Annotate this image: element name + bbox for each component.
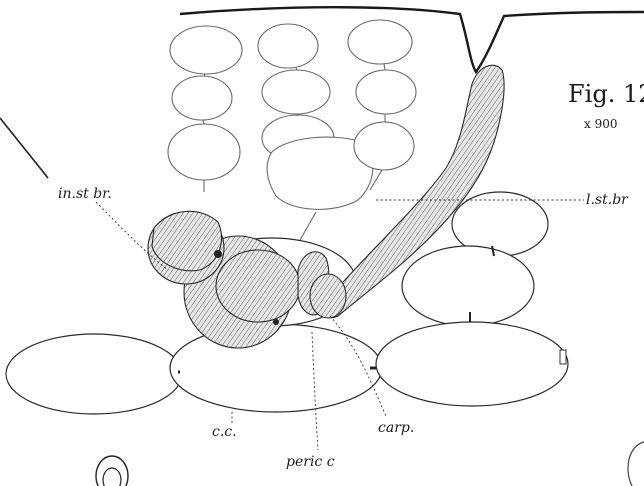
filament-cell bbox=[170, 26, 242, 74]
small-cell-bottom-left bbox=[96, 456, 128, 486]
filament-cell bbox=[262, 70, 330, 114]
basal-cell-right bbox=[376, 322, 568, 406]
margin-line bbox=[0, 118, 48, 178]
figure-title: Fig. 12 bbox=[568, 80, 644, 108]
upper-filaments bbox=[168, 20, 416, 240]
margin-curve bbox=[628, 442, 644, 486]
label-cc: c.c. bbox=[212, 424, 237, 440]
label-carp: carp. bbox=[378, 420, 414, 436]
basal-cell-middle bbox=[170, 324, 382, 412]
label-peric-c: peric c bbox=[286, 454, 335, 470]
filament-cell bbox=[354, 122, 414, 170]
filament-cell bbox=[356, 70, 416, 114]
filament-cell bbox=[348, 20, 412, 64]
filament-cell bbox=[258, 24, 318, 68]
hatched-cell bbox=[310, 274, 346, 318]
hatched-cell bbox=[152, 211, 221, 270]
filament-cell bbox=[402, 246, 534, 326]
label-in-st-br: in.st br. bbox=[58, 186, 112, 202]
label-l-st-br: l.st.br bbox=[586, 192, 629, 208]
basal-cell-left bbox=[6, 334, 182, 414]
filament-cell bbox=[172, 76, 232, 120]
magnification: x 900 bbox=[584, 117, 618, 131]
hatched-cell bbox=[216, 250, 300, 322]
central-cell-row bbox=[6, 322, 568, 414]
filament-cell bbox=[168, 124, 240, 180]
